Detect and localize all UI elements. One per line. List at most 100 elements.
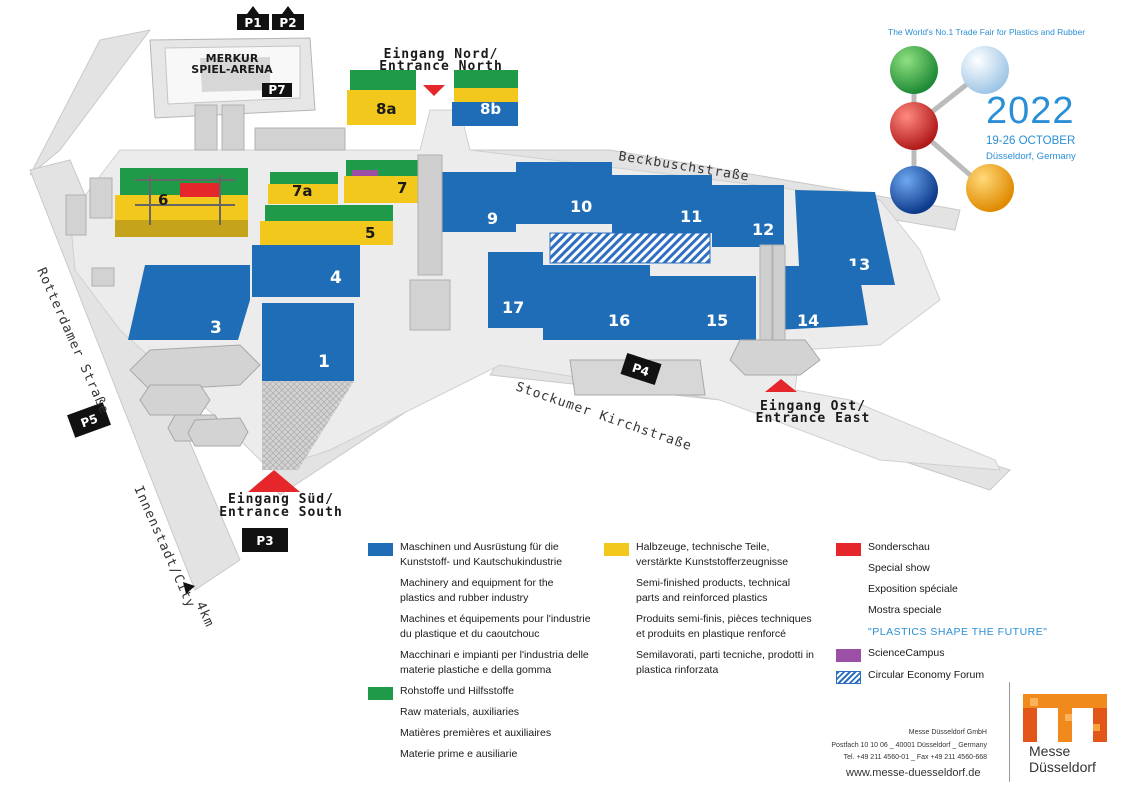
science-campus-swatch <box>836 649 861 662</box>
parking-p2-label: P2 <box>279 16 296 30</box>
semi-de-1: Halbzeuge, technische Teile, <box>636 541 770 553</box>
hall-1: 1 <box>262 303 354 470</box>
hall-17-label: 17 <box>502 298 524 317</box>
legend-machinery: Maschinen und Ausrüstung für die Kunstst… <box>368 540 598 680</box>
special-motto: "PLASTICS SHAPE THE FUTURE" <box>868 626 1048 638</box>
hall-16: 16 <box>543 265 650 340</box>
entrance-north-label-1: Eingang Nord/ <box>384 47 499 62</box>
circular-economy-forum-area <box>549 232 711 264</box>
hall-5-label: 5 <box>365 224 375 242</box>
semi-en-2: parts and reinforced plastics <box>636 592 768 604</box>
semi-it-1: Semilavorati, parti tecniche, prodotti i… <box>636 649 815 661</box>
science-campus-label: ScienceCampus <box>868 647 945 659</box>
fair-dates: 19-26 OCTOBER <box>986 135 1076 147</box>
logo-name-2: Düsseldorf <box>1029 759 1096 775</box>
parking-p1-label: P1 <box>244 16 261 30</box>
logo-name-1: Messe <box>1029 743 1071 759</box>
hall-10: 10 <box>516 162 612 224</box>
arena-label-2: SPIEL-ARENA <box>191 63 273 76</box>
hall-8a: 8a <box>347 70 416 125</box>
merkur-spiel-arena: MERKUR SPIEL-ARENA <box>149 37 316 119</box>
legend-raw-materials: Rohstoffe und Hilfsstoffe Raw materials,… <box>368 684 598 764</box>
machinery-it-1: Macchinari e impianti per l'industria de… <box>400 649 589 661</box>
hall-6-label: 6 <box>158 191 168 209</box>
hall-16-label: 16 <box>608 311 630 330</box>
hall-15: 15 <box>650 276 756 340</box>
parking-p1: P1 <box>237 6 269 30</box>
circular-forum-swatch <box>836 671 861 684</box>
hall-1-label: 1 <box>318 352 330 372</box>
footer-phone: Tel. +49 211 4560-01 _ Fax +49 211 4560-… <box>843 754 987 761</box>
machinery-fr-2: du plastique et du caoutchouc <box>400 628 540 640</box>
raw-materials-swatch <box>368 687 393 700</box>
raw-de: Rohstoffe und Hilfsstoffe <box>400 685 515 697</box>
machinery-en-2: plastics and rubber industry <box>400 592 529 604</box>
machinery-de-2: Kunststoff- und Kautschukindustrie <box>400 556 563 568</box>
city-arrow-icon <box>183 582 195 594</box>
halls: 6 7a 7 8a 8b <box>115 70 895 470</box>
hall-7a-label: 7a <box>292 182 313 200</box>
raw-en: Raw materials, auxiliaries <box>400 706 520 718</box>
hall-7: 7 <box>344 160 422 203</box>
entrance-east-label-1: Eingang Ost/ <box>760 399 866 414</box>
hall-4-label: 4 <box>330 268 342 288</box>
parking-p4-label: P4 <box>630 361 651 380</box>
fair-city: Düsseldorf, Germany <box>986 151 1076 162</box>
special-en: Special show <box>868 562 930 574</box>
footer-divider <box>1009 682 1010 782</box>
hall-4: 4 <box>252 245 360 297</box>
hall-15-label: 15 <box>706 311 728 330</box>
parking-p4: P4 <box>620 352 662 386</box>
footer-postfach: Postfach 10 10 06 _ 40001 Düsseldorf _ G… <box>831 742 987 749</box>
k-fair-molecule-logo <box>890 46 1014 214</box>
machinery-en-1: Machinery and equipment for the <box>400 577 554 589</box>
circular-forum-label: Circular Economy Forum <box>868 669 985 681</box>
entrance-south-label-2: Entrance South <box>219 505 343 520</box>
hall-11: 11 <box>612 175 712 233</box>
semi-it-2: plastica rinforzata <box>636 664 719 676</box>
fair-tagline: The World's No.1 Trade Fair for Plastics… <box>888 27 1086 37</box>
north-entrance-marker <box>423 85 445 96</box>
footer-website-link[interactable]: www.messe-duesseldorf.de <box>846 767 981 779</box>
semi-en-1: Semi-finished products, technical <box>636 577 791 589</box>
hall-7a: 7a <box>268 172 338 204</box>
hall-7-label: 7 <box>397 179 407 197</box>
parking-p5-label: P5 <box>79 411 100 430</box>
entrance-east-label-2: Entrance East <box>756 411 871 426</box>
parking-p2: P2 <box>272 6 304 30</box>
machinery-de-1: Maschinen und Ausrüstung für die <box>400 541 559 553</box>
hall-11-label: 11 <box>680 207 702 226</box>
semi-de-2: verstärkte Kunststofferzeugnisse <box>636 556 789 568</box>
special-de: Sonderschau <box>868 541 930 553</box>
parking-p3-label: P3 <box>256 534 273 548</box>
logo-name: Messe Düsseldorf <box>1029 743 1096 775</box>
hall-6: 6 <box>115 168 248 237</box>
entrance-north-label-2: Entrance North <box>379 59 503 74</box>
hall-5: 5 <box>260 205 393 245</box>
special-show-area <box>180 183 220 197</box>
footer-company: Messe Düsseldorf GmbH <box>908 729 987 736</box>
semi-fr-2: et produits en plastique renforcé <box>636 628 787 640</box>
special-show-swatch <box>836 543 861 556</box>
hall-14: 14 <box>776 266 868 330</box>
hall-8a-label: 8a <box>376 100 397 118</box>
hall-14-label: 14 <box>797 311 819 330</box>
parking-p7: P7 <box>262 83 292 97</box>
legend-semi-finished: Halbzeuge, technische Teile, verstärkte … <box>604 540 814 680</box>
hall-10-label: 10 <box>570 197 592 216</box>
hall-12-label: 12 <box>752 220 774 239</box>
hall-8b: 8b <box>452 70 518 126</box>
machinery-fr-1: Machines et équipements pour l'industrie <box>400 613 591 625</box>
semi-fr-1: Produits semi-finis, pièces techniques <box>636 613 812 625</box>
fair-year: 2022 <box>986 90 1075 132</box>
parking-p3: P3 <box>242 528 288 552</box>
hall-9-label: 9 <box>487 209 498 228</box>
hall-17: 17 <box>488 252 543 328</box>
hall-8b-label: 8b <box>480 100 501 118</box>
legend-special-show: Sonderschau Special show Exposition spéc… <box>836 540 1056 690</box>
hall-13: 13 <box>795 190 895 285</box>
machinery-swatch <box>368 543 393 556</box>
south-entrance-marker <box>248 470 300 492</box>
messe-duesseldorf-logo-icon <box>1023 694 1107 742</box>
